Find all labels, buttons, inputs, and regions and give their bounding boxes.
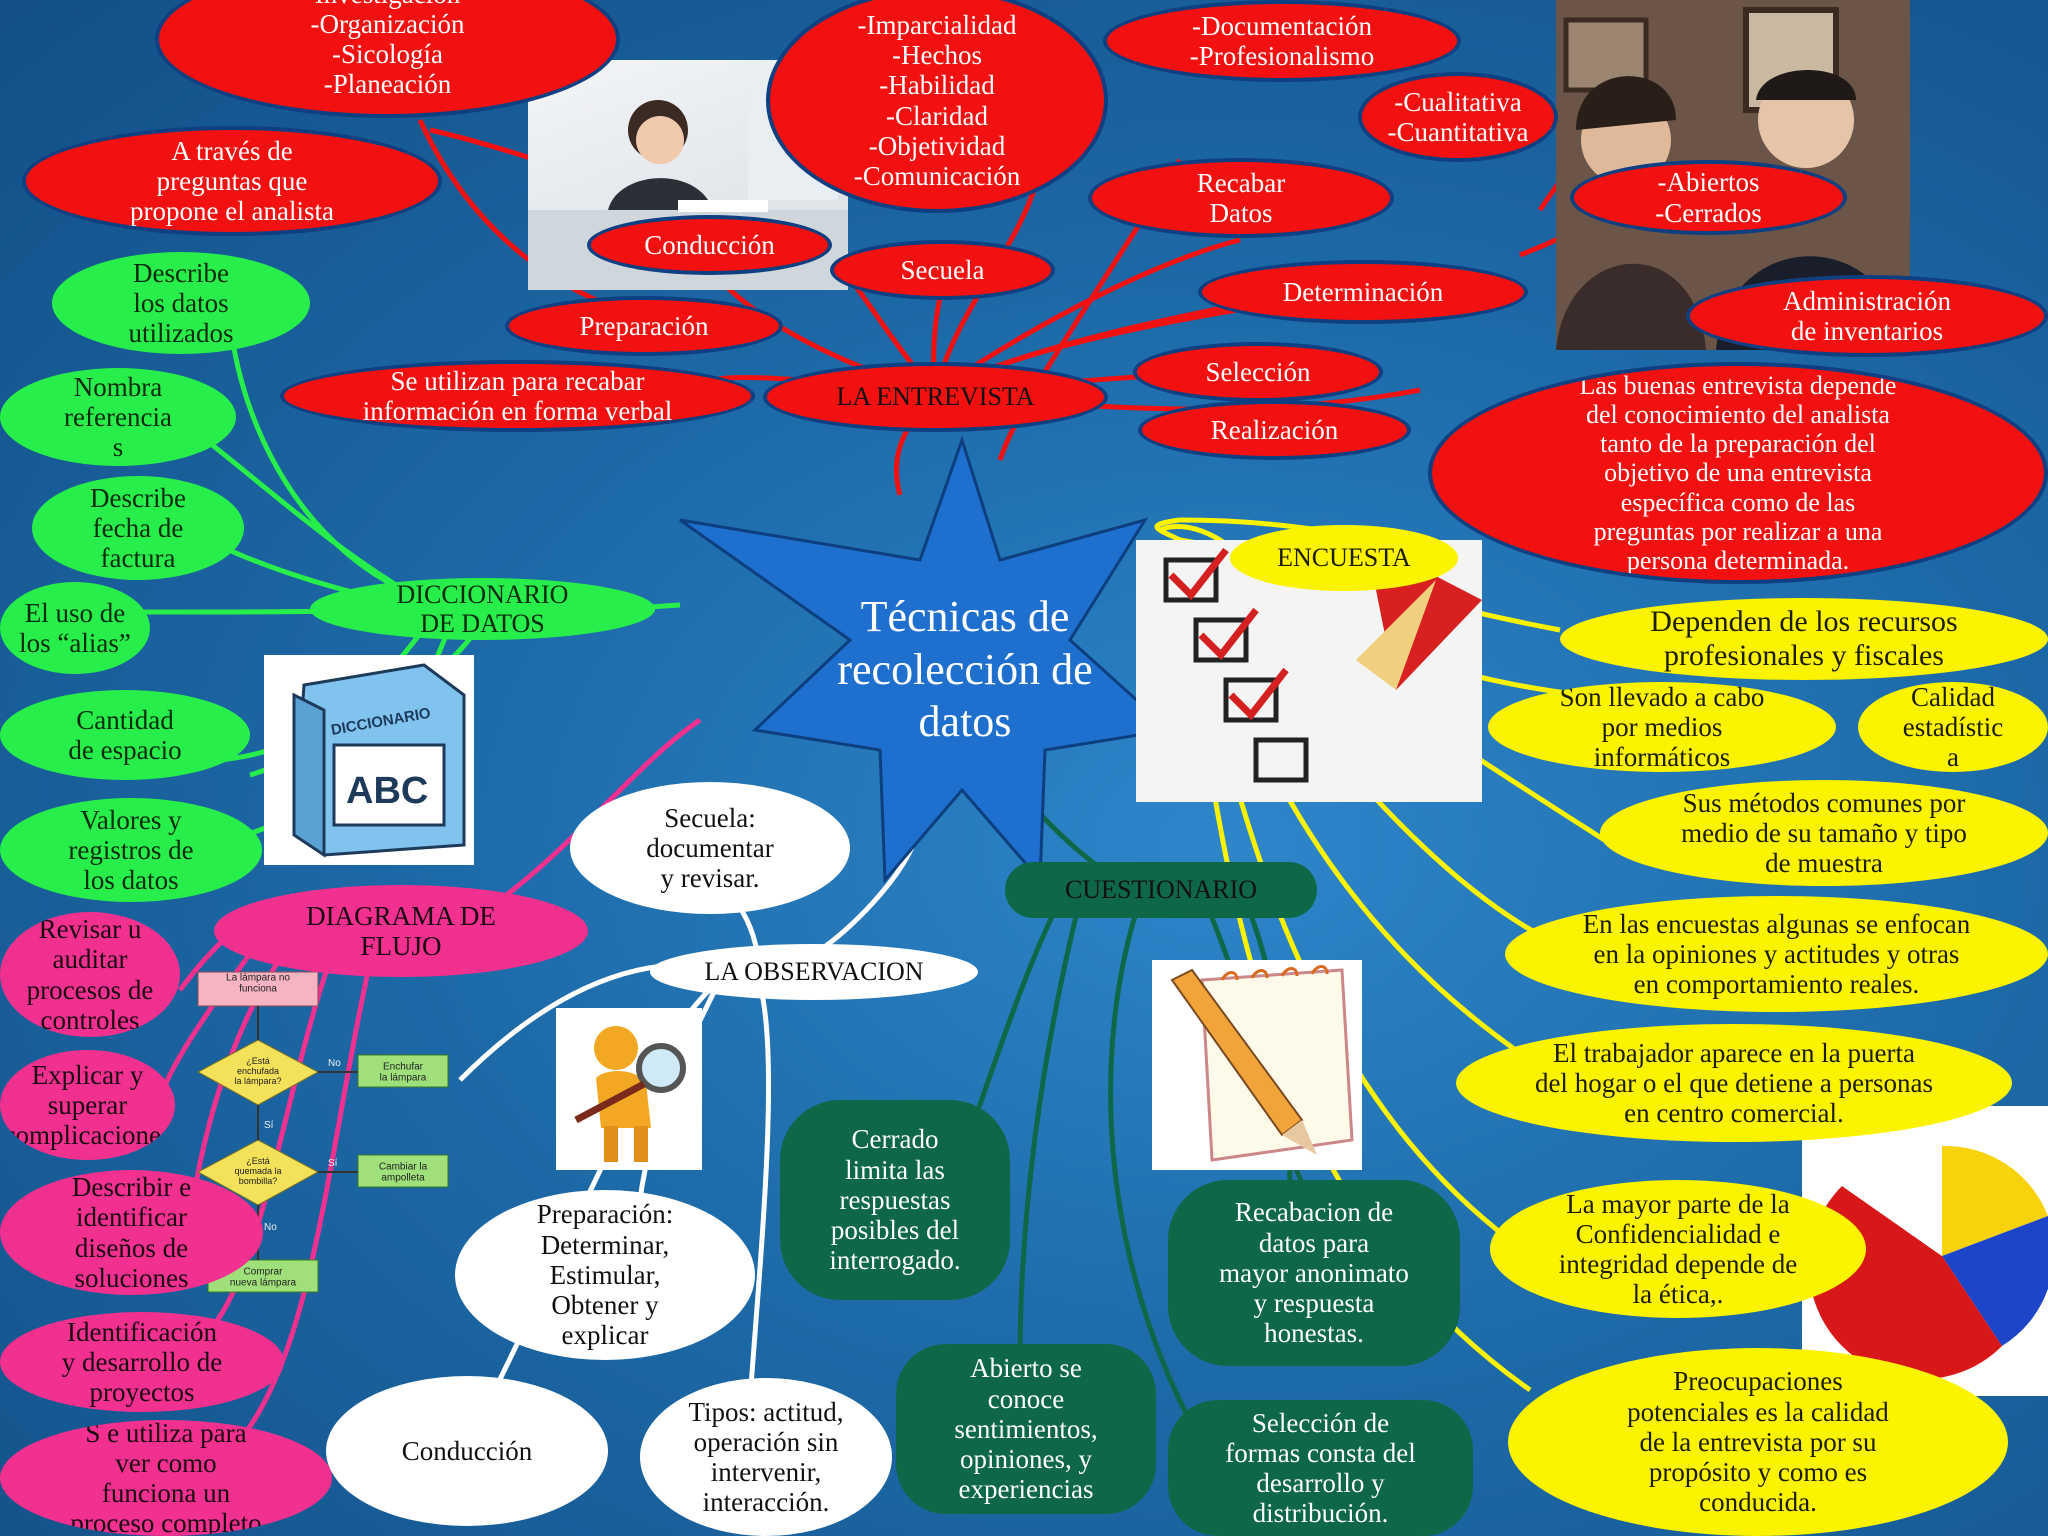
node-medios: Son llevado a cabo por medios informátic… xyxy=(1488,682,1836,772)
node-secuela: Secuela xyxy=(830,240,1055,300)
pencil-notepad xyxy=(1152,960,1362,1170)
node-describe-datos: Describe los datos utilizados xyxy=(52,252,310,354)
node-describe-fecha: Describe fecha de factura xyxy=(32,476,244,580)
node-abiertos: -Abiertos -Cerrados xyxy=(1570,160,1847,235)
node-cantidad-espacio: Cantidad de espacio xyxy=(0,690,250,780)
magnifier-figure xyxy=(556,1008,702,1170)
dictionary-book: DICCIONARIO ABC xyxy=(264,655,474,865)
flow-si-label: Sí xyxy=(264,1120,274,1131)
node-explicar: Explicar y superar complicaciones xyxy=(0,1050,175,1160)
node-determinacion: Determinación xyxy=(1198,260,1528,324)
node-obs-conduccion: Conducción xyxy=(326,1376,608,1526)
node-valores-registros: Valores y registros de los datos xyxy=(0,798,262,902)
node-trabajador: El trabajador aparece en la puerta del h… xyxy=(1456,1024,2012,1142)
node-cualitativa: -Cualitativa -Cuantitativa xyxy=(1358,72,1558,162)
node-metodos: Sus métodos comunes por medio de su tama… xyxy=(1600,780,2048,886)
node-recabar-datos: Recabar Datos xyxy=(1088,158,1394,238)
node-confidencialidad: La mayor parte de la Confidencialidad e … xyxy=(1490,1180,1866,1318)
node-seleccion-formas: Selección de formas consta del desarroll… xyxy=(1168,1400,1473,1536)
node-obs-secuela: Secuela: documentar y revisar. xyxy=(570,782,850,914)
node-realizacion: Realización xyxy=(1138,400,1411,460)
encuesta-node[interactable]: ENCUESTA xyxy=(1230,525,1458,591)
node-preguntas-analista: A través de preguntas que propone el ana… xyxy=(22,126,442,236)
node-seleccion: Selección xyxy=(1133,342,1383,402)
node-nombra-referencia: Nombra referencia s xyxy=(0,368,236,466)
node-obs-tipos: Tipos: actitud, operación sin intervenir… xyxy=(640,1378,892,1536)
node-conduccion: Conducción xyxy=(587,215,832,275)
node-cerrado: Cerrado limita las respuestas posibles d… xyxy=(780,1100,1010,1300)
node-recursos: Dependen de los recursos profesionales y… xyxy=(1560,598,2048,680)
node-preparacion: Preparación xyxy=(505,296,783,356)
node-preocupaciones: Preocupaciones potenciales es la calidad… xyxy=(1508,1348,2008,1536)
node-imparcialidad: -Imparcialidad -Hechos -Habilidad -Clari… xyxy=(766,0,1108,213)
entrevista-node[interactable]: LA ENTREVISTA xyxy=(763,362,1108,432)
center-title: Técnicas de recolección de datos xyxy=(837,591,1093,747)
node-alias: El uso de los “alias” xyxy=(0,582,150,674)
center-star-shape xyxy=(679,435,1174,884)
node-calidad: Calidad estadístic a xyxy=(1858,682,2048,772)
flow-no-label: No xyxy=(328,1058,341,1069)
node-revisar: Revisar u auditar procesos de controles xyxy=(0,912,180,1037)
node-abierto: Abierto se conoce sentimientos, opinione… xyxy=(896,1344,1156,1514)
book-abc-text: ABC xyxy=(346,770,428,812)
node-funciona: S e utiliza para ver como funciona un pr… xyxy=(0,1420,332,1536)
node-obs-preparacion: Preparación: Determinar, Estimular, Obte… xyxy=(455,1190,755,1360)
node-identificacion: Identificación y desarrollo de proyectos xyxy=(0,1312,284,1412)
node-documentacion: -Documentación -Profesionalismo xyxy=(1103,0,1461,82)
flow-no-label-2: No xyxy=(264,1222,277,1233)
observacion-node[interactable]: LA OBSERVACION xyxy=(650,944,978,1000)
diccionario-node[interactable]: DICCIONARIO DE DATOS xyxy=(310,578,655,640)
cuestionario-node[interactable]: CUESTIONARIO xyxy=(1005,862,1317,918)
diagrama-node[interactable]: DIAGRAMA DE FLUJO xyxy=(214,885,588,977)
flow-si-label-2: Sí xyxy=(328,1158,338,1169)
node-recabar-verbal: Se utilizan para recabar información en … xyxy=(280,360,755,432)
node-recabacion: Recabacion de datos para mayor anonimato… xyxy=(1168,1180,1460,1366)
node-describir: Describir e identificar diseños de soluc… xyxy=(0,1170,263,1295)
node-buenas-entrevistas: Las buenas entrevista depende del conoci… xyxy=(1428,362,2048,584)
node-administracion: Administración de inventarios xyxy=(1686,275,2048,357)
node-opiniones: En las encuestas algunas se enfocan en l… xyxy=(1505,896,2048,1012)
